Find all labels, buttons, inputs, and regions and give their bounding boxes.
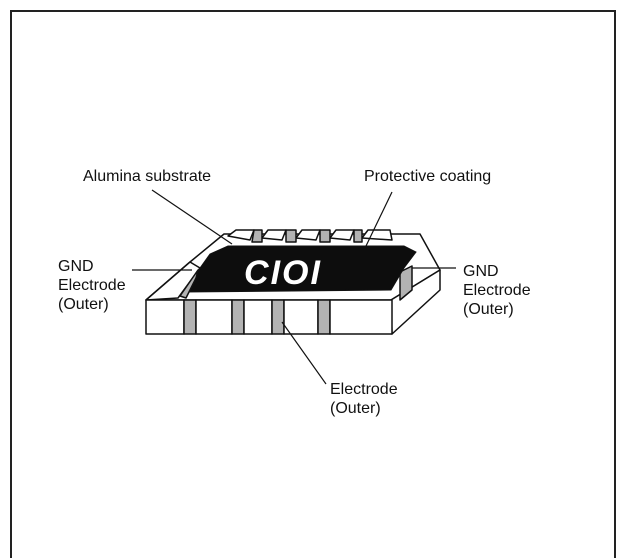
leader-protective: [365, 191, 393, 247]
back-electrode-1: [251, 229, 263, 243]
front-electrode-2: [231, 299, 245, 335]
front-electrode-4: [317, 299, 331, 335]
back-electrode-3: [319, 229, 331, 243]
right-side: [390, 265, 441, 335]
label-electrode-outer: Electrode (Outer): [330, 380, 398, 418]
electrode-outer-line-1: Electrode: [330, 381, 398, 398]
gnd-right-line-1: GND: [463, 263, 499, 280]
front-bump-4: [283, 299, 319, 335]
gnd-left-line-3: (Outer): [58, 296, 109, 313]
label-gnd-electrode-left: GND Electrode (Outer): [58, 257, 126, 314]
protective-text: Protective coating: [364, 168, 492, 185]
front-bump-5: [329, 299, 393, 335]
label-gnd-electrode-right: GND Electrode (Outer): [463, 262, 531, 319]
leader-alumina: [151, 189, 233, 245]
back-bump-4: [329, 229, 355, 241]
back-bump-5: [361, 229, 393, 241]
front-bump-1: [145, 299, 185, 335]
front-bump-3: [243, 299, 273, 335]
alumina-text: Alumina substrate: [83, 168, 212, 185]
left-gnd-electrode: [179, 269, 199, 299]
right-gnd-electrode: [399, 265, 413, 301]
front-electrode-3: [271, 299, 285, 335]
electrode-outer-line-2: (Outer): [330, 400, 381, 417]
back-bump-2: [261, 229, 287, 241]
leader-lines: [132, 189, 456, 385]
back-electrode-2: [285, 229, 297, 243]
gnd-right-line-3: (Outer): [463, 301, 514, 318]
label-alumina-substrate: Alumina substrate: [83, 167, 211, 186]
leader-electrode-outer: [281, 321, 327, 385]
figure-frame: [10, 10, 616, 558]
front-face: [145, 261, 393, 335]
gnd-left-line-2: Electrode: [58, 277, 126, 294]
front-left-top-face: [145, 261, 201, 301]
chip-marking: CIOI: [244, 254, 322, 292]
label-protective-coating: Protective coating: [364, 167, 491, 186]
front-bump-2: [195, 299, 233, 335]
front-electrode-1: [183, 299, 197, 335]
gnd-left-line-1: GND: [58, 258, 94, 275]
back-electrode-4: [353, 229, 363, 243]
gnd-right-line-2: Electrode: [463, 282, 531, 299]
back-bump-3: [295, 229, 321, 241]
protective-coating: [183, 245, 417, 293]
